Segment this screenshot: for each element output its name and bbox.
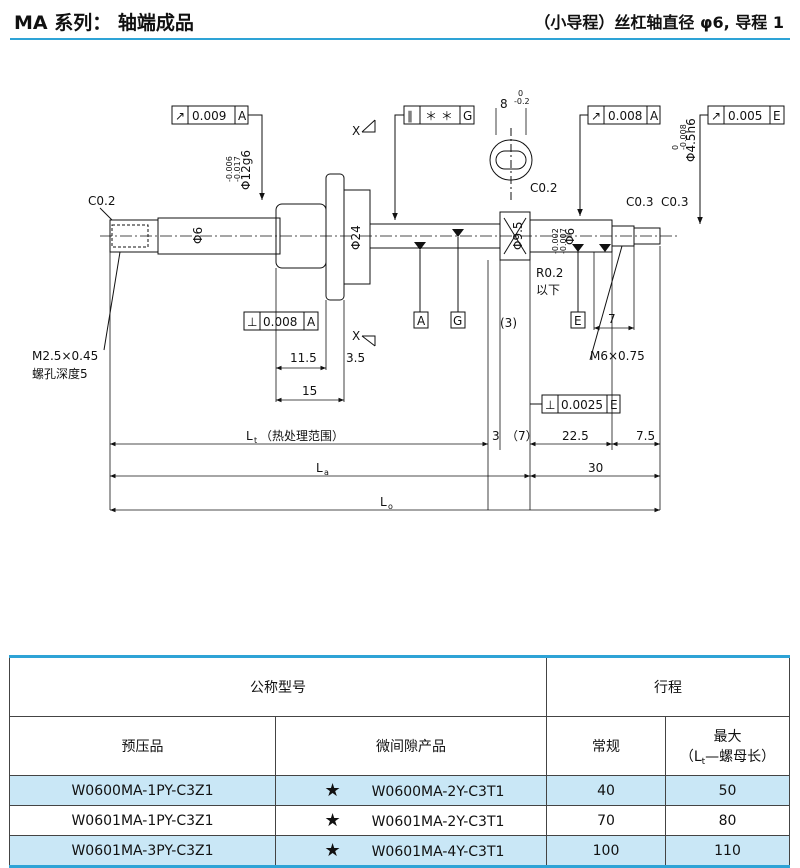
col-max: 最大 （Lt—螺母长） <box>665 716 790 776</box>
svg-text:o: o <box>388 502 393 511</box>
col-normal: 常规 <box>546 716 666 776</box>
col-clearance: 微间隙产品 <box>275 716 547 776</box>
svg-text:G: G <box>453 314 462 328</box>
svg-text:Φ6: Φ6 <box>563 228 577 245</box>
tolerance-frame-6: ⊥ 0.0025 E <box>530 394 621 414</box>
svg-text:-0.002: -0.002 <box>551 228 560 254</box>
table-row: W0600MA-1PY-C3Z1 ★W0600MA-2Y-C3T1 40 50 <box>9 775 790 806</box>
la-label: L <box>316 461 323 475</box>
page-title: MA 系列： 轴端成品 <box>14 12 194 34</box>
svg-text:X: X <box>352 329 360 343</box>
svg-text:Φ24: Φ24 <box>349 225 363 250</box>
svg-text:0: 0 <box>671 145 680 150</box>
keyway-section: 8 0 -0.2 <box>489 89 533 200</box>
svg-text:螺孔深度5: 螺孔深度5 <box>32 366 88 381</box>
svg-text:C0.3: C0.3 <box>626 195 653 209</box>
header-model: 公称型号 <box>9 655 547 717</box>
svg-text:A: A <box>650 109 659 123</box>
svg-text:Φ6: Φ6 <box>191 227 205 244</box>
section-mark: X X <box>352 119 376 347</box>
star-icon: ★ <box>324 780 341 801</box>
svg-text:以下: 以下 <box>536 283 560 297</box>
svg-text:15: 15 <box>302 384 317 398</box>
shaft-body <box>100 173 680 301</box>
svg-text:M2.5×0.45: M2.5×0.45 <box>32 349 98 363</box>
dimensions: 11.5 3.5 15 (3) 7 L t （热处理范围） 3 （7） 22.5… <box>109 246 661 513</box>
datum-a: A <box>413 311 429 329</box>
page-header: MA 系列： 轴端成品 （小导程）丝杠轴直径 φ6, 导程 1 <box>0 0 800 40</box>
svg-text:0.005: 0.005 <box>728 109 762 123</box>
svg-text:7: 7 <box>608 312 616 326</box>
svg-text:a: a <box>324 468 329 477</box>
svg-text:Φ9.5: Φ9.5 <box>511 221 525 250</box>
svg-text:(3): (3) <box>500 316 517 330</box>
svg-text:C0.3: C0.3 <box>661 195 688 209</box>
svg-text:0: 0 <box>518 89 523 98</box>
svg-text:∥: ∥ <box>407 109 413 123</box>
tolerance-frame-4: ↗ 0.005 E <box>697 105 785 224</box>
key-width-label: 8 <box>500 97 508 111</box>
nut-flange <box>325 173 345 301</box>
svg-text:C0.2: C0.2 <box>88 194 115 208</box>
svg-text:3: 3 <box>492 429 500 443</box>
svg-text:22.5: 22.5 <box>562 429 589 443</box>
svg-text:-0.007: -0.007 <box>559 228 568 254</box>
svg-text:C0.2: C0.2 <box>530 181 557 195</box>
tolerance-frame-1: ↗ 0.009 A <box>171 105 265 200</box>
svg-text:（热处理范围）: （热处理范围） <box>260 429 344 443</box>
svg-text:↗: ↗ <box>711 109 721 123</box>
svg-text:A: A <box>417 314 426 328</box>
shaft-drawing: 8 0 -0.2 X X ↗ 0.009 A ∥ ＊ ＊ G ↗ 0.008 A <box>32 89 785 513</box>
svg-text:0.008: 0.008 <box>263 315 297 329</box>
header-rule <box>10 38 790 40</box>
svg-text:X: X <box>352 124 360 138</box>
svg-text:30: 30 <box>588 461 603 475</box>
model-table: 公称型号 行程 预压品 微间隙产品 常规 最大 （Lt—螺母长） W0600MA… <box>9 655 790 868</box>
col-preload: 预压品 <box>9 716 276 776</box>
tolerance-frame-3: ↗ 0.008 A <box>577 105 661 216</box>
svg-text:↗: ↗ <box>175 109 185 123</box>
table-row: W0601MA-1PY-C3Z1 ★W0601MA-2Y-C3T1 70 80 <box>9 805 790 836</box>
svg-text:0.0025: 0.0025 <box>561 398 603 412</box>
svg-text:A: A <box>307 315 316 329</box>
svg-text:t: t <box>254 436 257 445</box>
svg-text:⊥: ⊥ <box>247 315 257 329</box>
table-row: W0601MA-3PY-C3Z1 ★W0601MA-4Y-C3T1 100 11… <box>9 835 790 868</box>
datum-g: G <box>450 311 466 329</box>
page-subtitle: （小导程）丝杠轴直径 φ6, 导程 1 <box>534 13 784 32</box>
datum-e: E <box>570 311 586 329</box>
svg-text:＊ ＊: ＊ ＊ <box>425 109 453 123</box>
svg-text:Φ4.5h6: Φ4.5h6 <box>684 118 698 162</box>
svg-text:7.5: 7.5 <box>636 429 655 443</box>
svg-text:G: G <box>463 109 472 123</box>
svg-text:0.008: 0.008 <box>608 109 642 123</box>
svg-text:Φ12g6: Φ12g6 <box>239 150 253 190</box>
datum-markers <box>414 229 611 312</box>
thread-callouts: M2.5×0.45 螺孔深度5 M6×0.75 <box>32 245 645 381</box>
lt-label: L <box>246 429 253 443</box>
svg-text:↗: ↗ <box>591 109 601 123</box>
star-icon: ★ <box>324 840 341 861</box>
svg-text:M6×0.75: M6×0.75 <box>590 349 645 363</box>
svg-text:R0.2: R0.2 <box>536 266 563 280</box>
svg-text:E: E <box>574 314 582 328</box>
svg-text:⊥: ⊥ <box>545 398 555 412</box>
lo-label: L <box>380 495 387 509</box>
header-stroke: 行程 <box>546 655 790 717</box>
svg-text:0.009: 0.009 <box>192 109 226 123</box>
svg-text:-0.008: -0.008 <box>679 124 688 150</box>
svg-text:E: E <box>773 109 781 123</box>
svg-text:-0.006: -0.006 <box>225 156 234 182</box>
svg-text:（7）: （7） <box>506 429 538 443</box>
svg-text:3.5: 3.5 <box>346 351 365 365</box>
svg-text:11.5: 11.5 <box>290 351 317 365</box>
svg-text:-0.2: -0.2 <box>514 97 530 106</box>
svg-text:E: E <box>610 398 618 412</box>
diameter-labels: C0.2 Φ6 Φ12g6 -0.006 -0.017 Φ24 Φ9.5 C0.… <box>88 118 698 297</box>
star-icon: ★ <box>324 810 341 831</box>
svg-text:-0.017: -0.017 <box>233 156 242 182</box>
tolerance-frame-2: ∥ ＊ ＊ G <box>392 105 475 220</box>
tolerance-frame-5: ⊥ 0.008 A <box>243 311 319 331</box>
svg-text:A: A <box>238 109 247 123</box>
